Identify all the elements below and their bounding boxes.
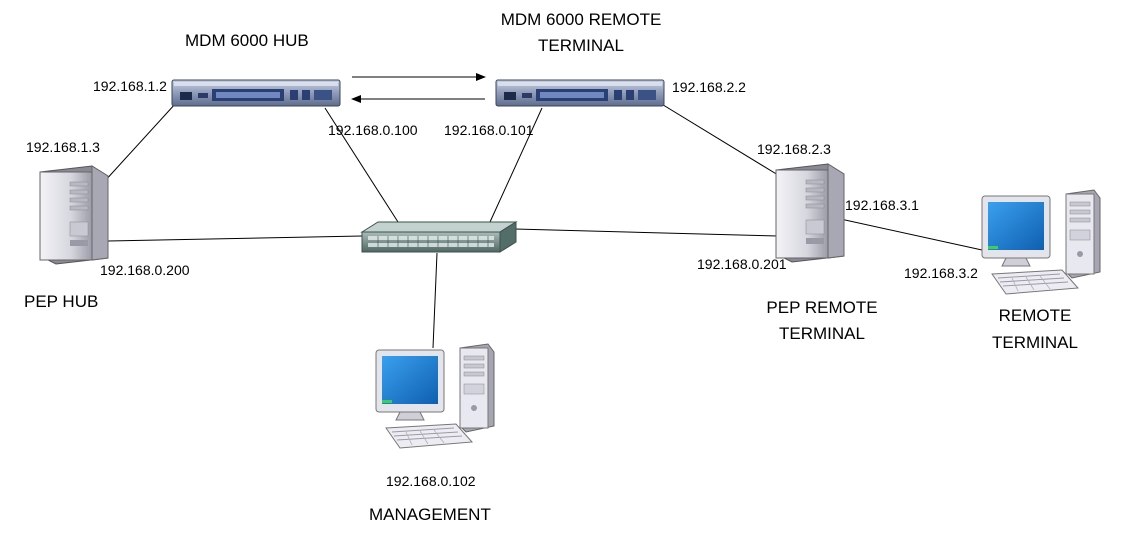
pep-hub-server-tower-icon <box>39 165 109 265</box>
link-switch-pep-remote <box>514 228 779 237</box>
network-switch-icon <box>360 221 518 253</box>
mdm-hub-title: MDM 6000 HUB <box>185 31 309 50</box>
pep-remote-title-line2: TERMINAL <box>779 324 865 343</box>
connection-lines <box>103 99 983 349</box>
remote-terminal-title-line1: REMOTE <box>998 306 1072 325</box>
mdm-remote-ip-lan: 192.168.2.2 <box>672 79 746 95</box>
mdm-remote-title-line1: MDM 6000 REMOTE <box>500 10 662 29</box>
management-title: MANAGEMENT <box>369 505 491 524</box>
pep-remote-ip-lan: 192.168.2.3 <box>757 141 831 157</box>
mdm-remote-ip-mgmt: 192.168.0.101 <box>444 122 534 138</box>
pep-hub-ip-lan: 192.168.1.3 <box>26 139 100 155</box>
mdm-remote-rack-unit-icon <box>495 79 665 107</box>
management-ip: 192.168.0.102 <box>386 473 476 489</box>
mdm-hub-ip-lan: 192.168.1.2 <box>93 78 167 94</box>
pep-remote-title-line1: PEP REMOTE <box>766 298 878 317</box>
remote-terminal-title-line2: TERMINAL <box>992 333 1078 352</box>
mdm-remote-title-line2: TERMINAL <box>538 36 624 55</box>
remote-terminal-desktop-computer-icon <box>981 189 1101 295</box>
pep-hub-ip-mgmt: 192.168.0.200 <box>100 262 190 278</box>
link-mdm-remote-pep-remote <box>654 99 779 176</box>
pep-hub-title: PEP HUB <box>24 292 99 311</box>
link-switch-management <box>432 252 438 349</box>
management-desktop-computer-icon <box>375 343 495 449</box>
pep-remote-ip-wan: 192.168.3.1 <box>845 197 919 213</box>
mdm-hub-ip-mgmt: 192.168.0.100 <box>328 122 418 138</box>
link-mdm-remote-switch <box>489 107 543 223</box>
pep-remote-server-tower-icon <box>775 163 845 263</box>
link-mdm-hub-switch <box>324 107 399 223</box>
link-pep-remote-remote-terminal <box>835 217 983 251</box>
remote-terminal-ip: 192.168.3.2 <box>904 265 978 281</box>
mdm-hub-rack-unit-icon <box>171 79 341 107</box>
pep-remote-ip-mgmt: 192.168.0.201 <box>697 256 787 272</box>
link-pep-hub-switch <box>107 235 363 242</box>
link-mdm-hub-pep-hub <box>103 102 177 183</box>
